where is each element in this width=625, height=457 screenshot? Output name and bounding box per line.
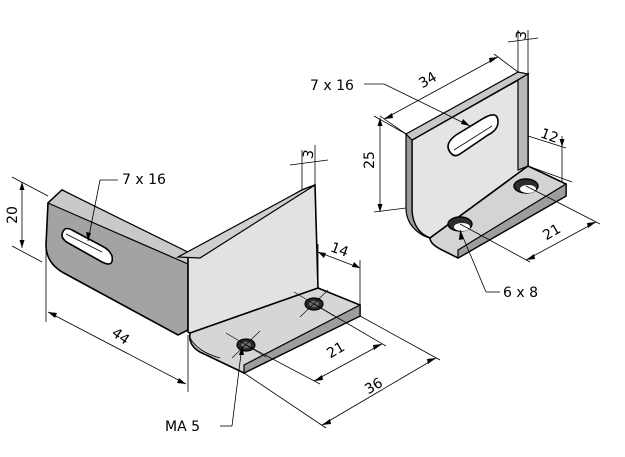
dim-small-hole-spacing: 21 bbox=[459, 185, 601, 263]
callout-small-holes-label: 6 x 8 bbox=[503, 285, 538, 301]
dim-small-height-label: 25 bbox=[362, 151, 378, 169]
dim-large-flange-length: 36 bbox=[243, 315, 441, 429]
callout-large-slot: 7 x 16 bbox=[86, 172, 166, 242]
dim-small-depth: 12 bbox=[527, 126, 573, 183]
dim-small-width-label: 34 bbox=[416, 69, 440, 92]
small-bracket-slot-inner bbox=[453, 125, 493, 151]
dim-small-thickness-label: 3 bbox=[513, 30, 530, 42]
large-bracket-slot bbox=[61, 227, 114, 265]
large-bracket-slot-inner bbox=[65, 233, 103, 253]
dim-large-flange-length-label: 36 bbox=[362, 375, 386, 398]
callout-large-thread: MA 5 bbox=[165, 345, 244, 435]
dim-large-thickness-label: 3 bbox=[300, 149, 317, 161]
large-bracket-flange-bend bbox=[189, 337, 221, 359]
dim-large-height: 20 bbox=[5, 176, 49, 263]
callout-small-holes: 6 x 8 bbox=[459, 229, 538, 301]
small-bracket-slot bbox=[447, 114, 499, 157]
callout-small-slot-label: 7 x 16 bbox=[310, 78, 354, 94]
dim-large-flange-label: 14 bbox=[328, 240, 350, 261]
small-bracket-base-front-edge bbox=[457, 182, 567, 260]
callout-small-slot: 7 x 16 bbox=[310, 78, 471, 127]
dim-small-width: 34 bbox=[379, 53, 519, 135]
dim-small-hole-spacing-label: 21 bbox=[540, 221, 563, 244]
dim-large-hole-spacing: 21 bbox=[245, 303, 387, 385]
dim-large-hole-spacing-label: 21 bbox=[324, 339, 347, 362]
dim-small-height: 25 bbox=[362, 115, 407, 213]
dim-small-depth-label: 12 bbox=[538, 126, 560, 147]
dim-large-length-label: 44 bbox=[108, 325, 132, 348]
dim-large-height-label: 20 bbox=[5, 206, 21, 224]
callout-large-slot-label: 7 x 16 bbox=[122, 172, 166, 188]
small-bracket: 34 3 25 12 bbox=[310, 30, 601, 301]
small-bracket-right-edge bbox=[517, 72, 529, 171]
dim-small-thickness: 3 bbox=[507, 30, 539, 74]
callout-large-thread-label: MA 5 bbox=[165, 419, 200, 435]
large-bracket: 20 44 3 14 bbox=[5, 145, 441, 435]
dim-large-flange: 14 bbox=[317, 240, 361, 305]
dim-large-thickness: 3 bbox=[289, 145, 329, 190]
